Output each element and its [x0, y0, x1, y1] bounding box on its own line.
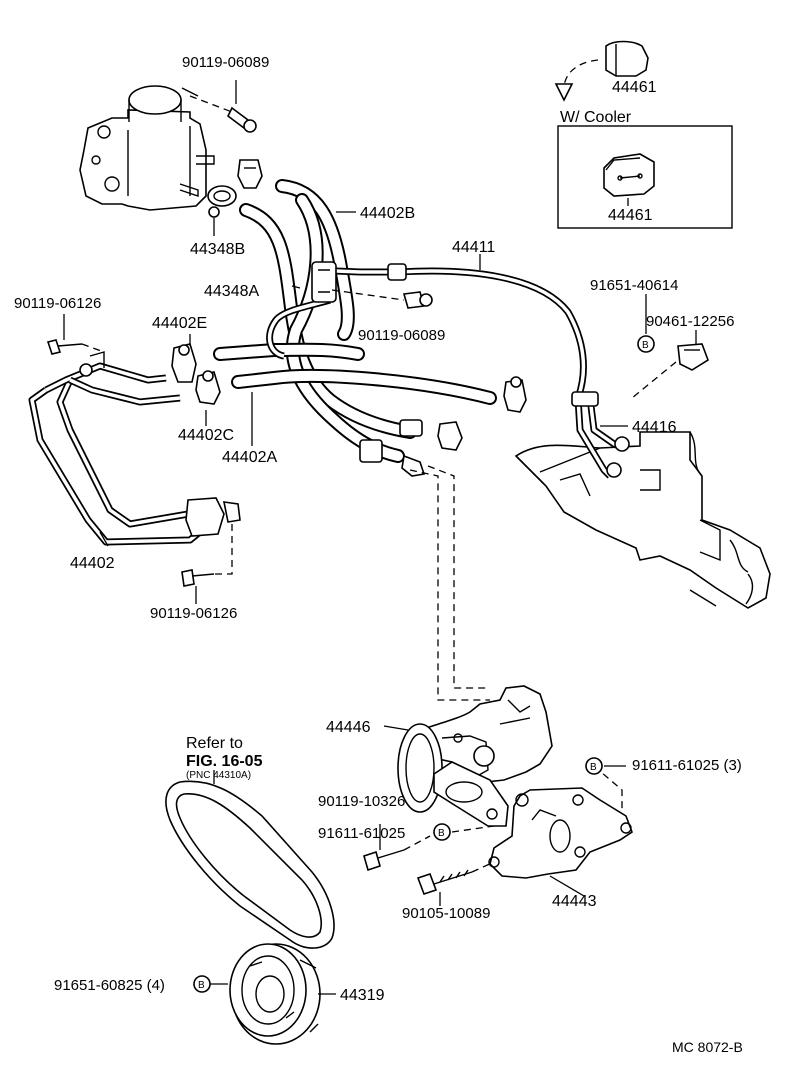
label-fig-ref: FIG. 16-05	[186, 753, 263, 770]
label-44402e: 44402E	[152, 315, 207, 332]
label-90119-06126-bottom: 90119-06126	[150, 605, 237, 622]
clamps-44402e-44402c	[171, 343, 527, 451]
label-w-cooler: W/ Cooler	[560, 109, 632, 126]
bolt-90119-06126-left	[46, 314, 105, 355]
label-44402c: 44402C	[178, 427, 234, 444]
hoses	[213, 179, 587, 477]
clip-90461-12256	[631, 330, 709, 399]
label-90119-06126-left: 90119-06126	[14, 295, 101, 312]
bolt-90119-06089-mid	[331, 289, 433, 309]
tube-assembly-44402	[28, 351, 241, 547]
badge-b-2-text: B	[590, 762, 597, 773]
label-44348b: 44348B	[190, 241, 245, 258]
label-44416: 44416	[632, 419, 677, 436]
cooler-section	[554, 40, 733, 229]
label-44461-box: 44461	[608, 207, 653, 224]
bracket-44443	[488, 765, 633, 879]
pump-44446	[383, 465, 553, 827]
label-91651-40614: 91651-40614	[590, 277, 678, 294]
label-90119-10326: 90119-10326	[318, 793, 405, 810]
label-44443: 44443	[552, 893, 597, 910]
label-44411: 44411	[452, 239, 495, 256]
label-91611-61025-3: 91611-61025 (3)	[632, 757, 742, 774]
badge-b-4-text: B	[198, 980, 205, 991]
badge-b-1	[637, 335, 655, 353]
bolt-90105-10089	[416, 861, 495, 906]
label-90119-06089-mid: 90119-06089	[358, 327, 445, 344]
w-cooler-box	[557, 125, 733, 229]
badge-b-3	[433, 823, 451, 841]
label-refer-to: Refer to	[186, 735, 243, 752]
leader-91611-61025	[451, 825, 495, 833]
badge-b-2	[585, 757, 603, 775]
bolt-90119-06089-top	[189, 80, 257, 133]
badge-b-1-text: B	[642, 340, 649, 351]
pulley-44319	[210, 943, 336, 1045]
label-90119-06089-top: 90119-06089	[182, 54, 269, 71]
label-pnc-ref: (PNC 44310A)	[186, 770, 251, 781]
diagram-code: MC 8072-B	[672, 1039, 743, 1055]
label-44446: 44446	[326, 719, 371, 736]
label-91611-61025: 91611-61025	[318, 825, 405, 842]
bolt-90119-10326	[363, 824, 431, 872]
label-44402b: 44402B	[360, 205, 415, 222]
label-91651-60825: 91651-60825 (4)	[54, 977, 165, 994]
steering-gear-44416	[514, 391, 771, 609]
badge-b-4	[193, 975, 211, 993]
v-belt	[165, 770, 335, 949]
label-90105-10089: 90105-10089	[402, 905, 490, 922]
label-44319: 44319	[340, 987, 385, 1004]
label-90461-12256: 90461-12256	[646, 313, 734, 330]
bolt-90119-06126-bottom	[181, 524, 233, 604]
label-44402: 44402	[70, 555, 115, 572]
label-44461-top: 44461	[612, 79, 657, 96]
label-44348a: 44348A	[204, 283, 259, 300]
badge-b-3-text: B	[438, 828, 445, 839]
clamps-44348b	[207, 159, 263, 236]
leader-44443	[549, 875, 585, 897]
label-44402a: 44402A	[222, 449, 277, 466]
reservoir-tank	[79, 85, 215, 211]
leader-44348a	[291, 285, 301, 289]
